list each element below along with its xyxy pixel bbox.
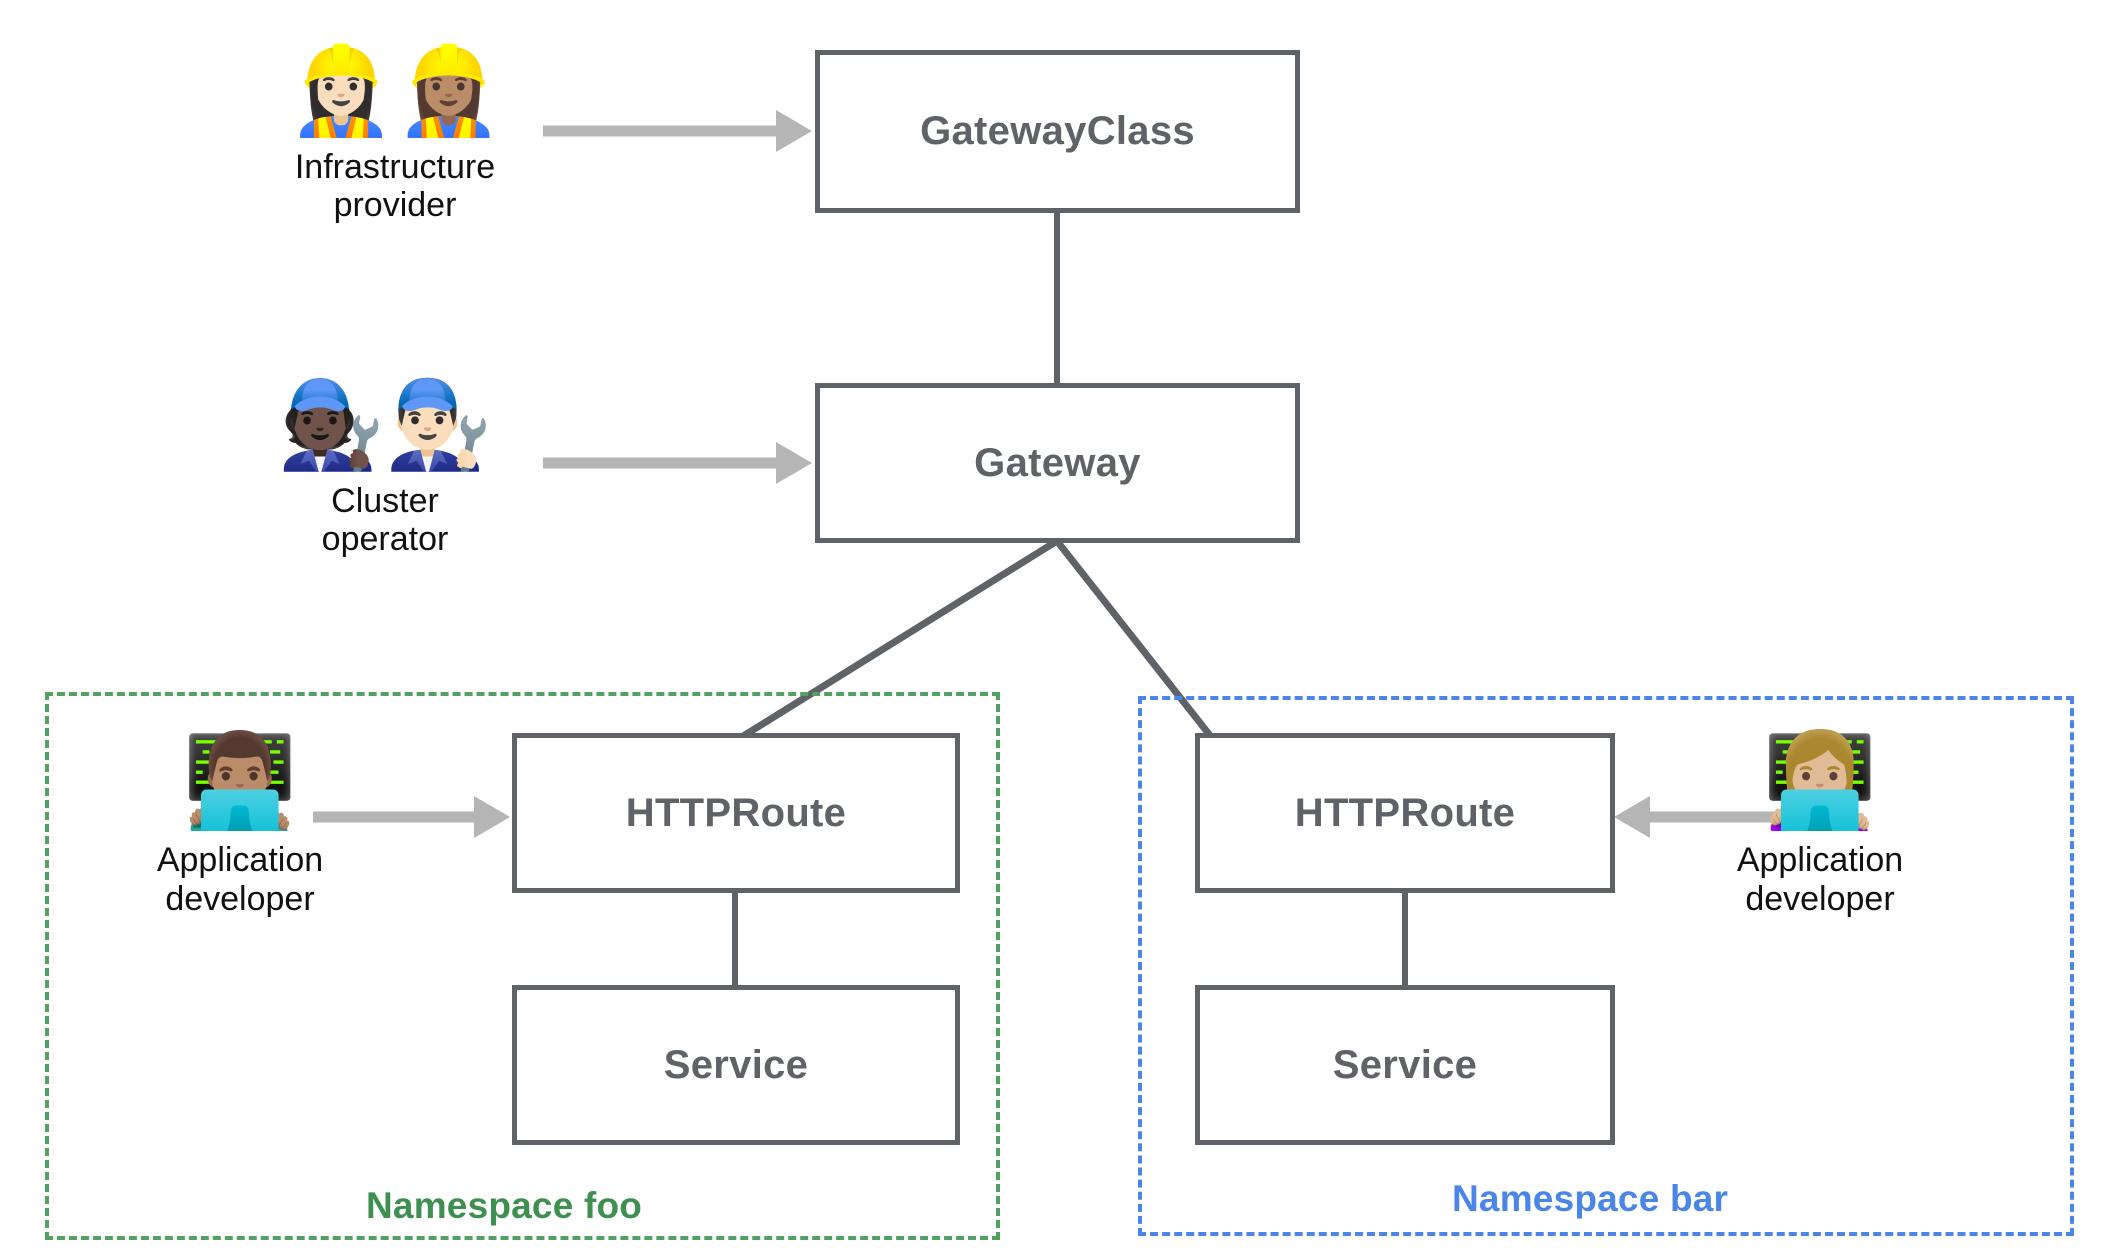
woman-technologist-emoji: 👩🏼‍💻 [1762, 730, 1878, 832]
namespace-foo-container [45, 692, 1000, 1240]
persona-infrastructure-provider-label: Infrastructure provider [294, 147, 496, 225]
node-httproute-bar-label: HTTPRoute [1294, 790, 1516, 835]
node-gateway[interactable]: Gateway [815, 383, 1300, 543]
node-gatewayclass-label: GatewayClass [920, 109, 1195, 153]
arrow-infra-to-gatewayclass [543, 110, 812, 152]
technologist-emoji: 👨🏽‍💻 [182, 730, 298, 832]
construction-worker-emoji: 👷🏻‍♀️👷🏽‍♀️ [287, 43, 503, 139]
node-httproute-foo-label: HTTPRoute [625, 790, 847, 835]
persona-application-developer-foo-label: Application developer [156, 840, 324, 918]
node-gateway-label: Gateway [974, 440, 1141, 485]
persona-application-developer-bar: 👩🏼‍💻 Application developer [1680, 730, 1960, 918]
namespace-foo-label: Namespace foo [366, 1185, 643, 1226]
persona-cluster-operator-label: Cluster operator [321, 481, 449, 559]
node-httproute-foo[interactable]: HTTPRoute [512, 733, 960, 893]
mechanic-emoji: 🧑🏿‍🔧👨🏻‍🔧 [277, 377, 493, 473]
node-gatewayclass[interactable]: GatewayClass [815, 50, 1300, 213]
persona-cluster-operator: 🧑🏿‍🔧👨🏻‍🔧 Cluster operator [265, 377, 505, 559]
node-service-foo[interactable]: Service [512, 985, 960, 1145]
node-service-foo-label: Service [663, 1042, 809, 1087]
persona-infrastructure-provider: 👷🏻‍♀️👷🏽‍♀️ Infrastructure provider [275, 43, 515, 225]
node-service-bar[interactable]: Service [1195, 985, 1615, 1145]
node-httproute-bar[interactable]: HTTPRoute [1195, 733, 1615, 893]
arrow-operator-to-gateway [543, 442, 812, 484]
persona-application-developer-foo: 👨🏽‍💻 Application developer [100, 730, 380, 918]
namespace-bar-container [1138, 696, 2074, 1236]
node-service-bar-label: Service [1332, 1042, 1478, 1087]
namespace-bar-label: Namespace bar [1452, 1178, 1729, 1219]
persona-application-developer-bar-label: Application developer [1736, 840, 1904, 918]
